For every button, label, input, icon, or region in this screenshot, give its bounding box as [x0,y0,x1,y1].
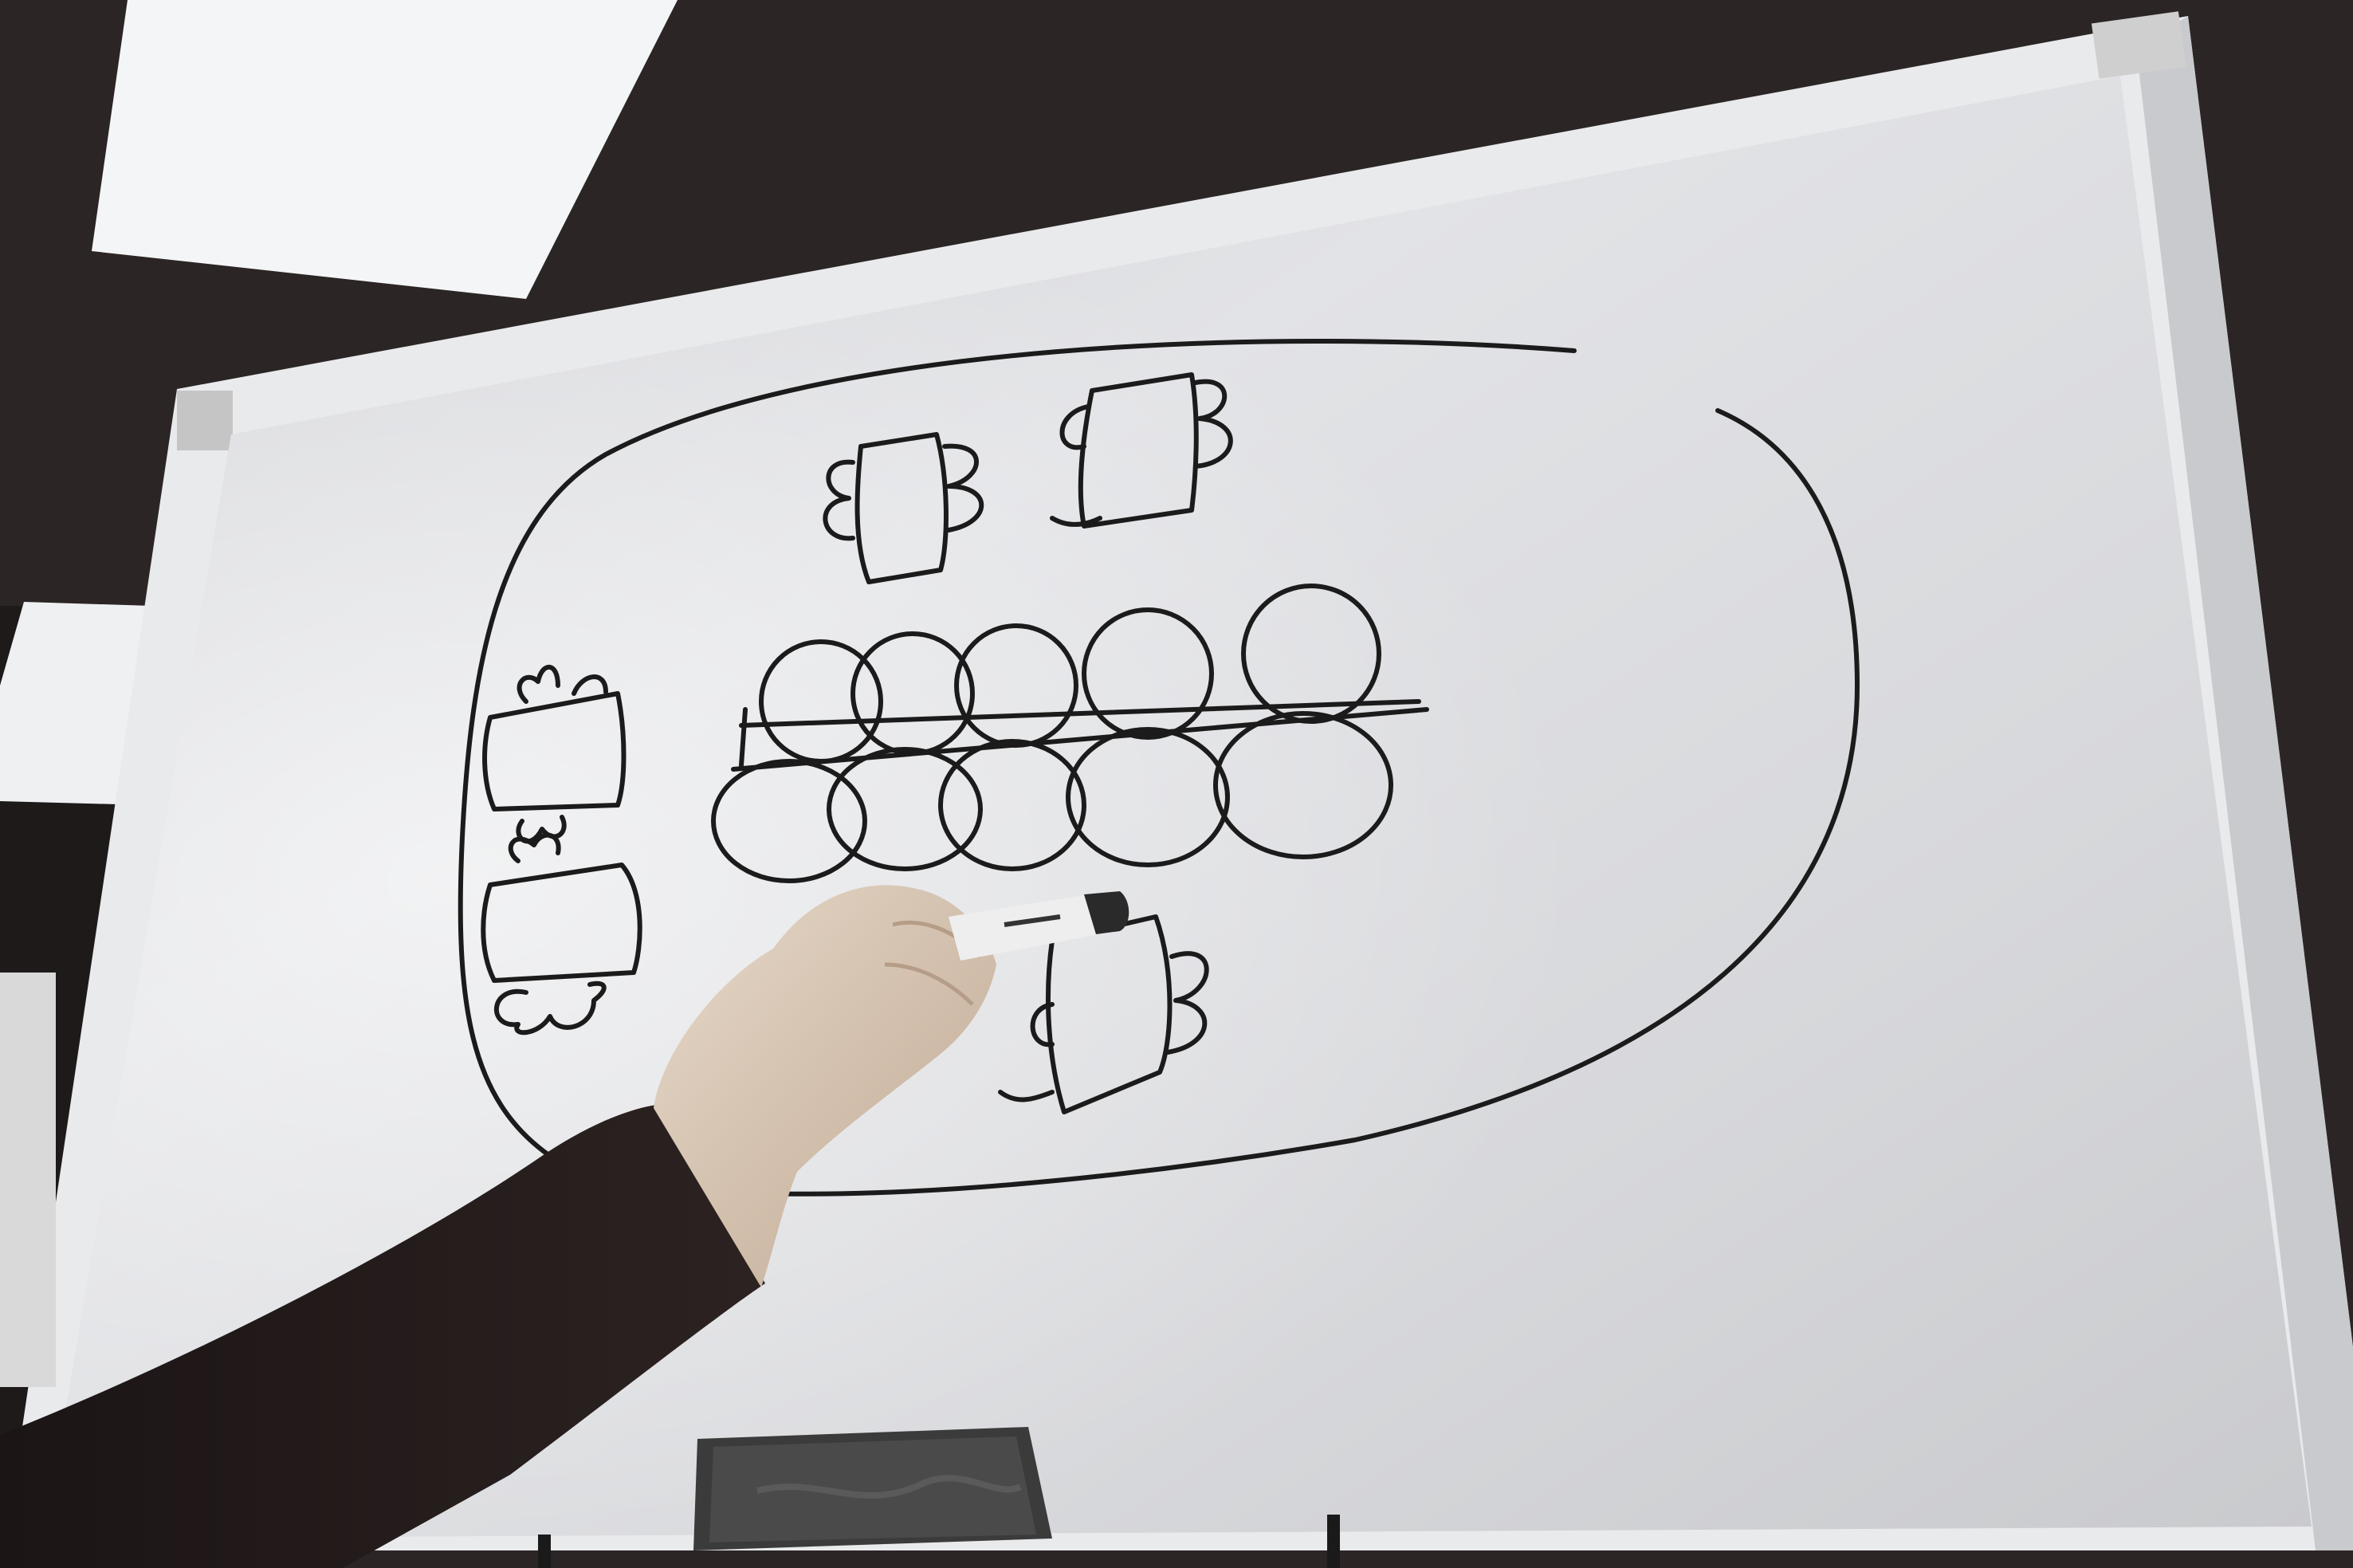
table-bottom-circle [938,739,1086,871]
bottom-car [1046,914,1173,1114]
left-car-bottom [481,863,642,983]
table-line-ticks [739,707,748,768]
background-paper [0,973,56,1387]
top-car-right-wheels [1050,379,1233,527]
frame-corner-clip [177,391,233,450]
table-line [731,699,1429,772]
table-bottom-circle [711,759,867,883]
ceiling-light-icon [92,0,678,299]
left-car-top [482,691,627,812]
bottom-car-wheels [998,951,1209,1102]
marker-icon [949,891,1129,961]
ceiling-light-small-icon [0,602,151,805]
whiteboard-frame-shadow [2136,16,2353,1550]
table-bottom-circle [827,747,983,871]
left-car-bottom-wheels [494,832,607,1036]
arm-sleeve [0,1104,765,1568]
left-car-top-wheels [516,664,608,844]
eraser-icon [693,1427,1052,1550]
table-bottom-circle [1213,711,1393,859]
table-top-circle [1082,607,1214,740]
top-car-left-wheels [823,443,984,541]
frame-corner-clip [2091,11,2186,79]
top-car-left [854,432,949,584]
tray-peg [538,1535,551,1568]
hand [654,885,996,1287]
tray-peg [1327,1515,1340,1568]
board-drawing [458,338,1860,1197]
table-bottom-circle [1066,727,1230,867]
top-car-right [1078,372,1199,529]
